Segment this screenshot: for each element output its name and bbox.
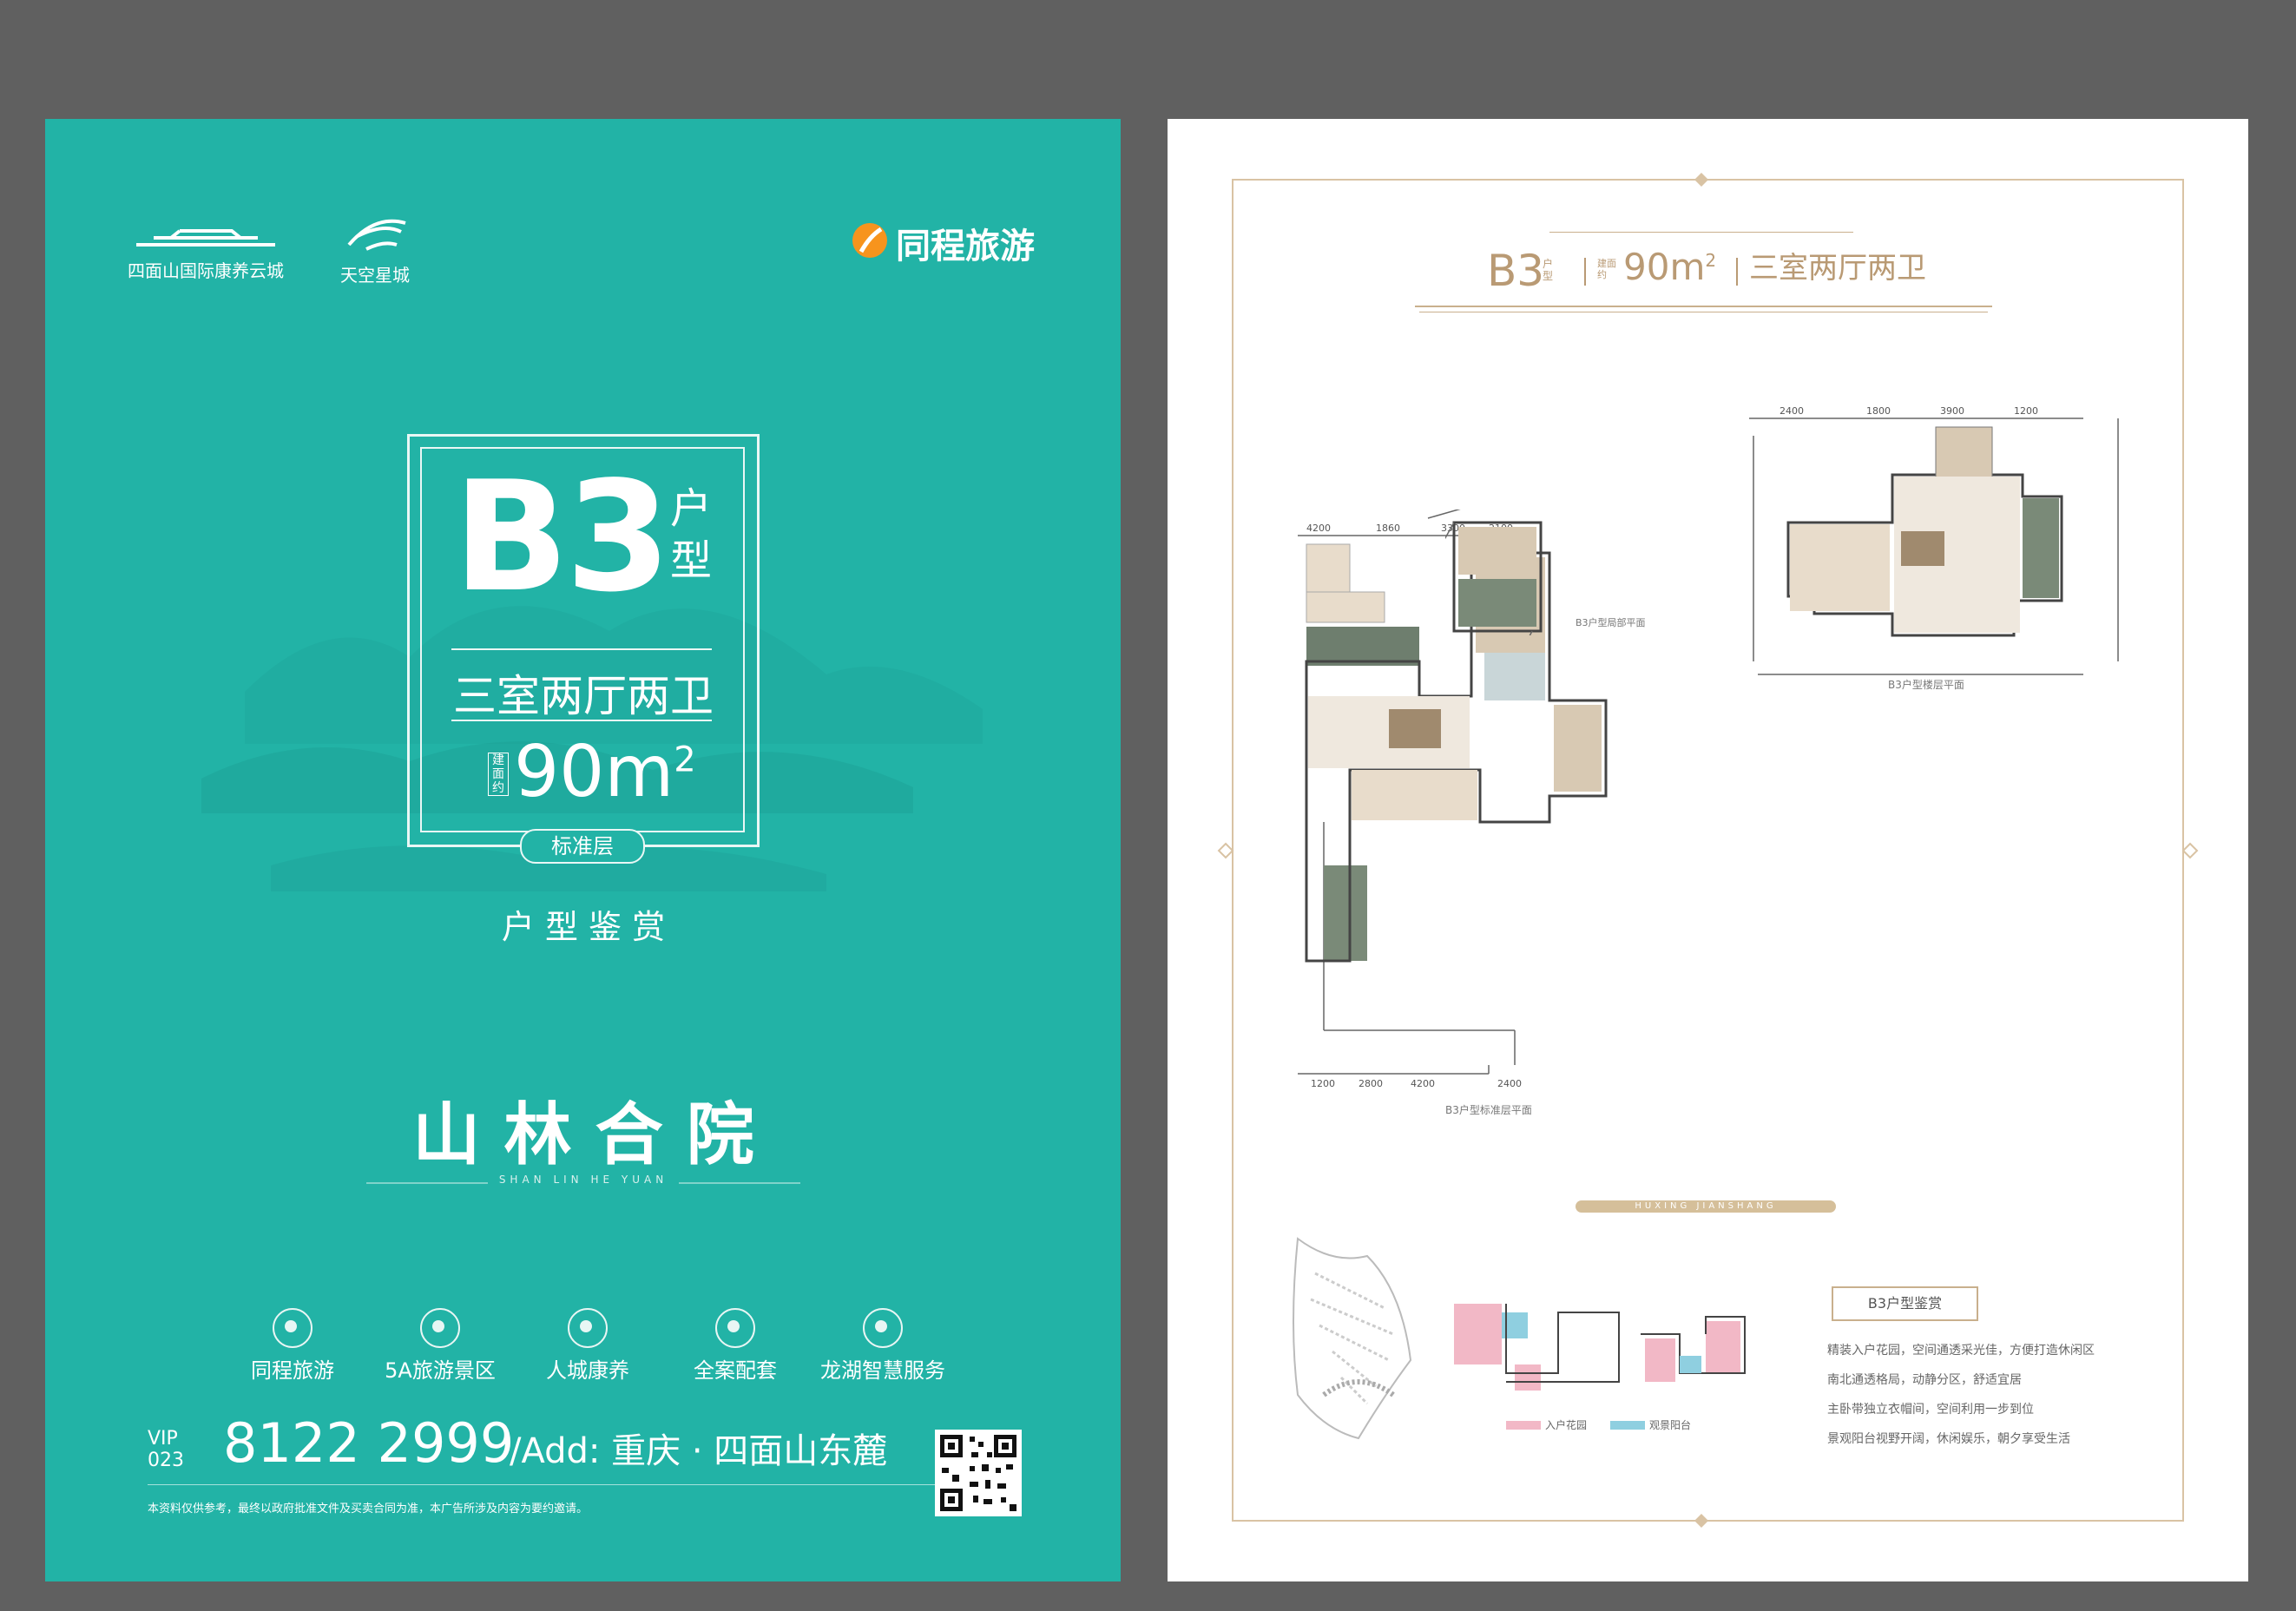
runner-icon — [852, 223, 887, 258]
floor-tag: 标准层 — [520, 829, 645, 864]
area-value: 90m2 — [1623, 249, 1716, 286]
svg-text:3900: 3900 — [1940, 405, 1964, 417]
feature-label: 全案配套 — [694, 1358, 777, 1383]
unit-code: B3 — [453, 450, 671, 626]
divider — [1736, 258, 1738, 286]
feature-label: 龙湖智慧服务 — [820, 1358, 945, 1383]
legend-swatch-blue — [1610, 1421, 1645, 1430]
service-icon — [863, 1308, 903, 1348]
rooms-label: 三室两厅两卫 — [1749, 251, 1926, 286]
area-prefix: 建面约 — [488, 753, 509, 796]
qr-code-icon — [935, 1430, 1022, 1516]
brand-name: 同程旅游 — [896, 227, 1035, 266]
area-number: 90m — [1623, 246, 1706, 288]
svg-text:4200: 4200 — [1411, 1078, 1435, 1089]
area-code: 023 — [148, 1450, 184, 1471]
feature-item: 同程旅游 — [227, 1308, 358, 1384]
feature-item: 人城康养 — [523, 1308, 653, 1384]
area-number: 90m — [514, 731, 674, 813]
star-city-icon — [347, 219, 406, 251]
travel-icon — [273, 1308, 312, 1348]
project-logo-1: 四面山国际康养云城 — [128, 219, 284, 297]
pavilion-icon — [136, 229, 275, 247]
rooms-label: 三室两厅两卫 — [453, 671, 714, 721]
svg-text:4200: 4200 — [1306, 523, 1331, 534]
feature-item: 5A旅游景区 — [375, 1308, 505, 1384]
area-prefix: 建面约 — [1597, 258, 1616, 280]
scenic-icon — [420, 1308, 460, 1348]
feature-label: 同程旅游 — [251, 1358, 334, 1383]
area-unit-sup: 2 — [1705, 250, 1717, 271]
svg-text:2800: 2800 — [1359, 1078, 1383, 1089]
list-item: 景观阳台视野开阔，休闲娱乐，朝夕享受生活 — [1827, 1432, 2070, 1446]
feature-item: 龙湖智慧服务 — [818, 1308, 948, 1384]
legend-label-2: 观景阳台 — [1649, 1419, 1692, 1431]
svg-text:1860: 1860 — [1376, 523, 1400, 534]
left-brochure-page: 四面山国际康养云城 天空星城 同程旅游 B3 户 型 三室两厅两卫 建面约 90… — [45, 119, 1121, 1581]
address: /Add: 重庆 · 四面山东麓 — [510, 1431, 888, 1471]
vip-label: VIP — [148, 1428, 178, 1450]
appreciation-heading: 户 型 鉴 赏 — [501, 908, 666, 946]
divider — [451, 648, 712, 650]
health-icon — [568, 1308, 608, 1348]
svg-text:1800: 1800 — [1866, 405, 1891, 417]
legend-label-1: 入户花园 — [1545, 1419, 1588, 1431]
feature-label: 人城康养 — [546, 1358, 629, 1383]
divider — [1584, 258, 1586, 286]
svg-text:1200: 1200 — [2014, 405, 2038, 417]
page-border — [1217, 173, 2199, 1528]
divider — [148, 1484, 955, 1485]
ribbon: HUXING JIANSHANG — [1576, 1200, 1836, 1213]
project-name: 山 林 合 院 — [412, 1096, 754, 1174]
feature-label: 5A旅游景区 — [385, 1358, 496, 1383]
key-plan — [1454, 1304, 1746, 1391]
unit-suffix: 户型 — [1543, 258, 1554, 282]
svg-text:2400: 2400 — [1780, 405, 1804, 417]
feature-item: 全案配套 — [670, 1308, 800, 1384]
logo2-text: 天空星城 — [340, 265, 410, 286]
legend-swatch-pink — [1506, 1421, 1541, 1430]
list-item: 南北通透格局，动静分区，舒适宜居 — [1827, 1373, 2022, 1387]
svg-text:2400: 2400 — [1497, 1078, 1522, 1089]
detail-caption: B3户型局部平面 — [1576, 617, 1646, 628]
unit-suffix-2: 型 — [670, 536, 713, 585]
feature-row: 同程旅游 5A旅游景区 人城康养 全案配套 龙湖智慧服务 — [227, 1308, 991, 1383]
floor-plan-detail — [1445, 521, 1543, 635]
amenity-icon — [715, 1308, 755, 1348]
floor-plan-upper: 2400 1800 3900 1200 — [1749, 405, 2119, 675]
phone-number: 8122 2999 — [223, 1411, 515, 1475]
unit-code: B3 — [1487, 246, 1545, 296]
unit-suffix-1: 户 — [670, 484, 713, 533]
svg-text:1200: 1200 — [1311, 1078, 1335, 1089]
list-item: 主卧带独立衣帽间，空间利用一步到位 — [1827, 1403, 2034, 1417]
mountain-background — [201, 606, 983, 891]
project-logo-2: 天空星城 — [323, 206, 427, 301]
appreciation-list: 精装入户花园，空间通透采光佳，方便打造休闲区 南北通透格局，动静分区，舒适宜居 … — [1827, 1336, 2174, 1454]
area-value: 90m2 — [514, 737, 696, 808]
list-item: 精装入户花园，空间通透采光佳，方便打造休闲区 — [1827, 1344, 2095, 1358]
disclaimer: 本资料仅供参考，最终以政府批准文件及买卖合同为准，本广告所涉及内容为要约邀请。 — [148, 1503, 589, 1516]
appreciation-title: B3户型鉴赏 — [1832, 1286, 1978, 1321]
plan-a-caption: B3户型标准层平面 — [1445, 1104, 1532, 1116]
area-unit-sup: 2 — [674, 740, 696, 780]
divider — [451, 720, 712, 721]
plan-b-caption: B3户型楼层平面 — [1888, 679, 1964, 691]
project-pinyin: SHAN LIN HE YUAN — [488, 1174, 679, 1186]
site-map-sketch — [1293, 1237, 1412, 1440]
brand-logo: 同程旅游 — [848, 214, 1082, 266]
logo1-text: 四面山国际康养云城 — [128, 260, 284, 281]
